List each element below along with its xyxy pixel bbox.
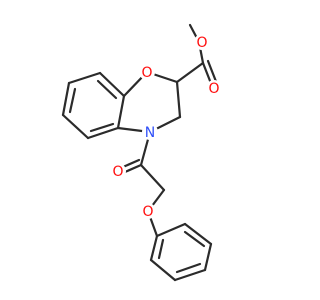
ether-oxygen-atom: O [140, 203, 156, 220]
bond-double-inner [183, 230, 206, 248]
bonds [61, 23, 219, 282]
amide-oxygen-atom: O [110, 163, 126, 180]
bond-double [121, 158, 141, 169]
bond [86, 126, 120, 140]
ring-nitrogen-atom: N [142, 124, 158, 141]
ester-single-oxygen-atom: O [194, 34, 210, 51]
bond-double-inner [175, 262, 202, 274]
ester-carbonyl-oxygen-label: O [208, 81, 219, 97]
bond-double-inner [96, 79, 118, 100]
bond [155, 222, 187, 238]
bond [149, 234, 159, 262]
bond [139, 163, 166, 192]
bond [67, 71, 102, 85]
bond [183, 222, 213, 246]
bond-double-inner [157, 238, 165, 260]
bond [173, 268, 207, 282]
bond-double-inner [68, 87, 77, 114]
bond [98, 71, 126, 98]
ring-nitrogen-label: N [145, 125, 155, 141]
ether-oxygen-label: O [142, 204, 153, 220]
bond [203, 242, 213, 272]
molecule-structure-diagram: O N O O O O [61, 23, 222, 282]
atom-labels: O N O O O O [110, 34, 222, 220]
bond-double-inner [89, 122, 115, 133]
amide-oxygen-label: O [112, 164, 123, 180]
bond [61, 81, 71, 117]
ester-single-oxygen-label: O [196, 35, 207, 51]
bond [61, 113, 90, 140]
ester-carbonyl-oxygen-atom: O [206, 80, 222, 97]
bond [175, 61, 205, 84]
bond [123, 163, 143, 174]
bond [149, 258, 177, 282]
bond [175, 80, 182, 119]
ring-oxygen-label: O [141, 65, 152, 81]
bond [116, 94, 126, 130]
ring-oxygen-atom: O [139, 64, 155, 81]
